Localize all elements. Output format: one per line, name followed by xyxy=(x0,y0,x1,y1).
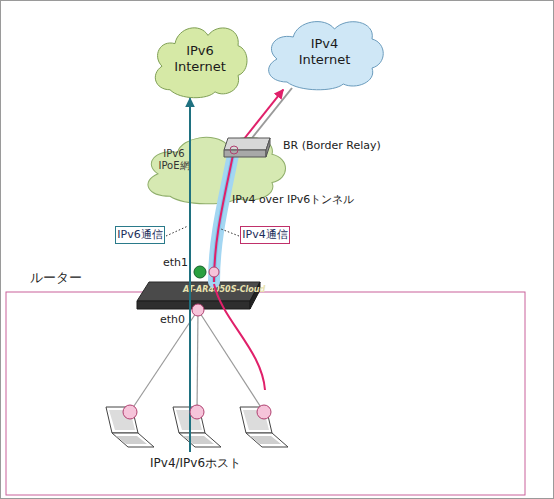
lan-wire xyxy=(130,310,198,412)
tunnel-port xyxy=(209,267,219,277)
flow-connector xyxy=(240,90,283,144)
host-port xyxy=(257,405,271,419)
text-label: eth0 xyxy=(160,313,185,326)
laptop-icon xyxy=(173,407,221,447)
node-text: IPv6 Internet xyxy=(168,43,232,74)
laptop-icon xyxy=(106,407,154,447)
node-text: IPv4通信 xyxy=(242,228,287,241)
eth1-port xyxy=(194,266,206,278)
lan-wire xyxy=(198,310,264,412)
leader-line xyxy=(166,226,188,236)
internet-cloud: IPv4 Internet xyxy=(262,12,387,92)
text-label: IPv4 over IPv6トンネル xyxy=(232,193,354,206)
internet-cloud: IPv6 Internet xyxy=(150,18,250,100)
router-front xyxy=(137,301,250,309)
device-front xyxy=(224,150,266,157)
flow-connector xyxy=(252,88,292,138)
laptop-icon xyxy=(240,407,288,447)
device-side xyxy=(266,138,270,157)
device-top xyxy=(224,138,270,150)
flow-tag: IPv6通信 xyxy=(115,226,165,244)
cloud-shape xyxy=(155,28,247,98)
border-relay: BR (Border Relay) xyxy=(222,138,270,158)
router-device: AT-AR4050S-Cloud xyxy=(135,282,260,310)
connector-line xyxy=(252,88,292,138)
connector-line xyxy=(240,90,283,144)
lan-frame xyxy=(6,292,525,495)
text-label: ルーター xyxy=(30,270,82,286)
cloud-shape xyxy=(269,22,384,90)
text-label: eth1 xyxy=(163,256,188,269)
host-port xyxy=(123,405,137,419)
host-port xyxy=(190,405,204,419)
node-text: IPv6 IPoE網 xyxy=(152,148,196,172)
node-text: BR (Border Relay) xyxy=(283,139,381,152)
text-label: IPv4/IPv6ホスト xyxy=(150,456,241,470)
border-relay-outline xyxy=(222,138,270,158)
lan-wire xyxy=(197,310,198,412)
node-text: IPv6通信 xyxy=(117,228,162,241)
leader-line xyxy=(221,229,239,236)
node-text: IPv4 Internet xyxy=(293,36,357,67)
flow-tag: IPv4通信 xyxy=(240,226,290,244)
node-text: AT-AR4050S-Cloud xyxy=(183,285,265,295)
